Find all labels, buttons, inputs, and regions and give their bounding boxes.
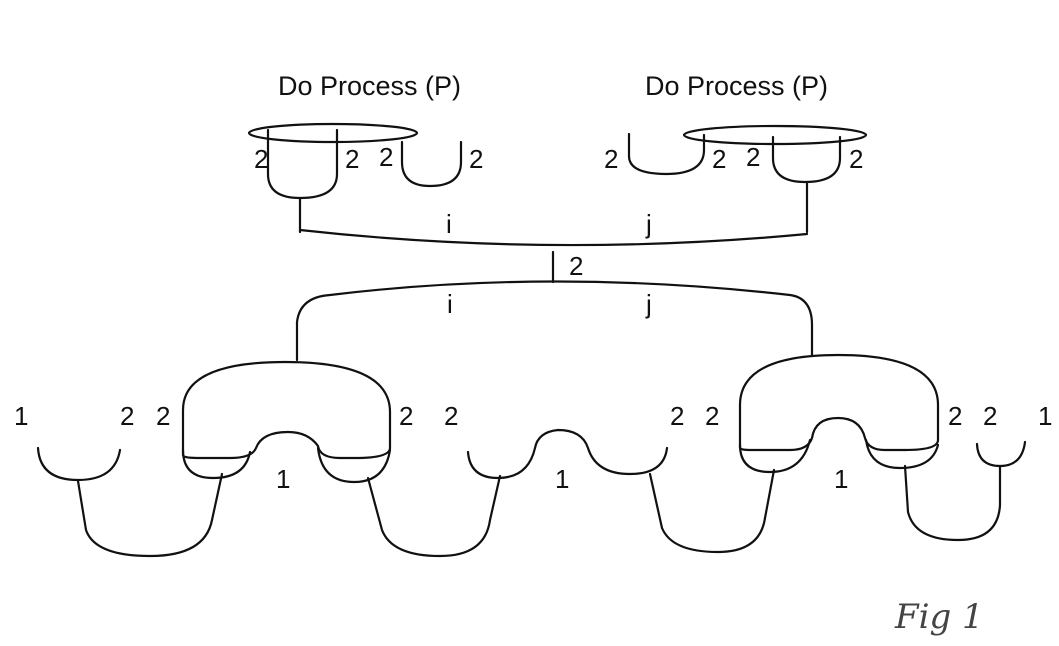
bottom-loop-4: [903, 464, 1002, 542]
label-j: j: [645, 209, 652, 239]
label-i: i: [447, 289, 453, 319]
arc-lower: [295, 280, 814, 362]
label-2: 2: [345, 144, 359, 174]
bridge-right-foot-b: [864, 438, 940, 470]
label-j: j: [645, 289, 652, 319]
label-1: 1: [834, 464, 848, 494]
label-2: 2: [948, 401, 962, 431]
loop-ellipse-right: [682, 124, 868, 146]
label-2: 2: [983, 401, 997, 431]
label-2: 2: [254, 144, 268, 174]
label-2: 2: [746, 142, 760, 172]
middle-cup: [466, 428, 669, 480]
bottom-loop-1: [76, 472, 224, 558]
label-2: 2: [604, 144, 618, 174]
figure-caption: Fig 1: [894, 597, 984, 637]
bridge-right-foot-a: [738, 438, 812, 474]
title-left: Do Process (P): [278, 71, 461, 101]
label-1: 1: [1038, 401, 1052, 431]
label-1: 1: [14, 401, 28, 431]
label-2: 2: [712, 144, 726, 174]
label-1: 1: [276, 464, 290, 494]
small-cup-left: [36, 446, 122, 482]
label-1: 1: [555, 464, 569, 494]
bottom-loop-2: [366, 474, 502, 558]
label-2: 2: [399, 401, 413, 431]
bridge-block-right: [738, 353, 940, 452]
bridge-left-foot-a: [181, 448, 252, 480]
small-cup-right: [975, 440, 1027, 468]
cup-left-b: [400, 140, 463, 188]
bottom-loop-3: [648, 468, 776, 554]
label-2: 2: [156, 401, 170, 431]
label-2: 2: [569, 251, 583, 281]
label-i: i: [446, 209, 452, 239]
loop-ellipse-left: [247, 122, 419, 144]
process-left-top: [247, 122, 463, 234]
arc-upper: [298, 228, 809, 247]
label-2: 2: [379, 142, 393, 172]
bridge-left-foot-b: [316, 446, 392, 484]
label-2: 2: [705, 401, 719, 431]
label-2: 2: [670, 401, 684, 431]
label-2: 2: [849, 144, 863, 174]
label-2: 2: [444, 401, 458, 431]
label-2: 2: [469, 144, 483, 174]
title-right: Do Process (P): [645, 71, 828, 101]
process-right-top: [627, 124, 868, 234]
label-2: 2: [120, 401, 134, 431]
cup-right-a: [627, 132, 706, 176]
bridge-block-left: [181, 360, 392, 460]
cup-right-b: [771, 135, 842, 184]
